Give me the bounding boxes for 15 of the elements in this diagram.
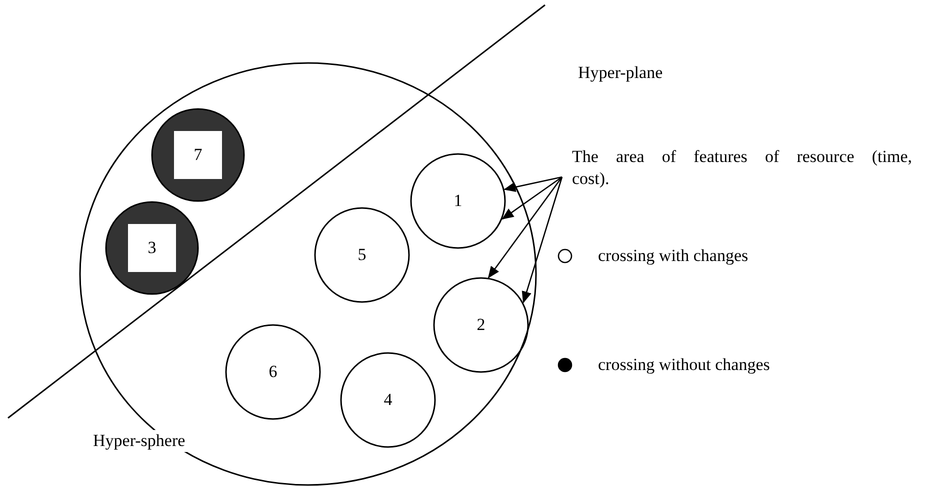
circle-number: 4 (384, 389, 392, 411)
arrow (502, 176, 562, 220)
number-tag: 3 (128, 224, 176, 272)
plane-label: Hyper-plane (578, 62, 663, 84)
arrow (522, 176, 563, 304)
legend-label: crossing with changes (598, 245, 748, 267)
circle-number: 2 (476, 314, 486, 336)
annotation-text: The area of features of resource (time, cost). (572, 146, 912, 190)
circle-number: 1 (454, 190, 462, 212)
circle-number: 6 (268, 361, 278, 383)
arrow (488, 176, 563, 278)
circle-number: 5 (358, 244, 366, 266)
number-tag: 7 (174, 131, 222, 179)
arrow (504, 176, 562, 192)
legend-label: crossing without changes (598, 354, 770, 376)
